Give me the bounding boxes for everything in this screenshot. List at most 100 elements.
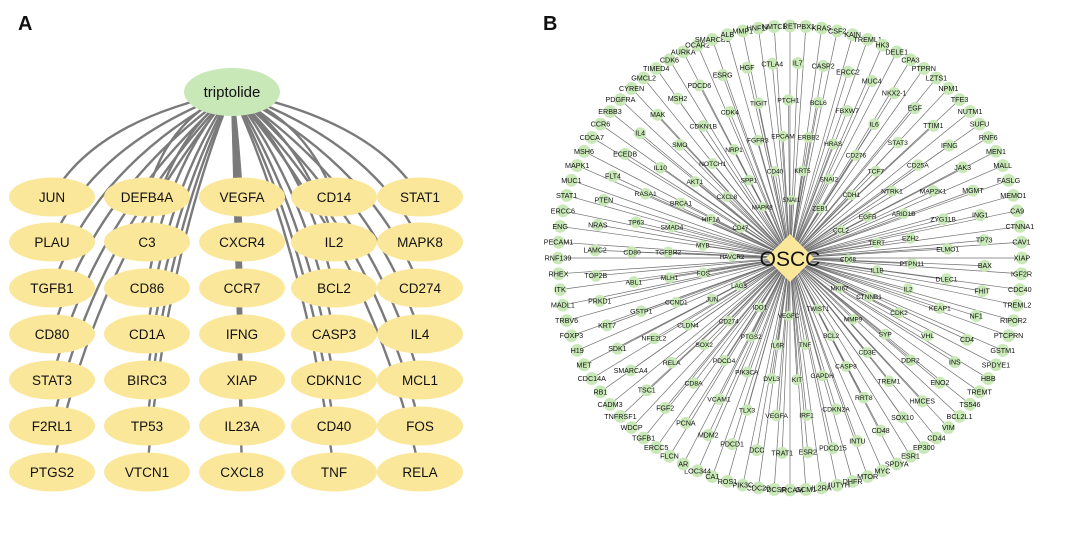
ring1-node-ptcprn[interactable]: PTCPRN [994,329,1024,343]
ring5-node-myb[interactable]: MYB [696,240,710,251]
ring3-node-rrt8[interactable]: RRT8 [855,391,873,404]
ring1-node-kain[interactable]: KAIN [844,28,861,42]
ring1-node-timed4[interactable]: TIMED4 [643,62,669,75]
ring2-node-smarca4[interactable]: SMARCA4 [614,364,648,377]
gene-node-plau[interactable]: PLAU [9,222,95,262]
ring1-node-trbv6[interactable]: TRBV6 [555,314,578,327]
ring5-node-spp1[interactable]: SPP1 [741,174,758,186]
ring1-node-treml1[interactable]: TREML1 [854,32,882,46]
ring1-node-sufu[interactable]: SUFU [970,117,990,131]
ring2-node-intu[interactable]: INTU [849,434,866,447]
ring1-node-rhex[interactable]: RHEX [549,267,569,281]
ring3-node-trem1[interactable]: TREM1 [877,375,901,388]
ring2-node-esr2[interactable]: ESR2 [799,446,817,459]
gene-node-tnf[interactable]: TNF [291,452,377,492]
ring5-node-hif1a[interactable]: HIF1A [702,213,721,225]
ring1-node-lzts1[interactable]: LZTS1 [926,71,948,85]
ring1-node-pik3c[interactable]: PIK3C [732,478,753,492]
gene-node-f2rl1[interactable]: F2RL1 [9,406,95,446]
ring1-node-ca9[interactable]: CA9 [1010,204,1024,218]
gene-node-il2[interactable]: IL2 [291,222,377,262]
hub-node[interactable]: OSCC [760,234,821,282]
ring1-node-met[interactable]: MET [576,358,592,372]
ring1-node-cav1[interactable]: CAV1 [1012,235,1031,249]
ring4-node-ptpn11[interactable]: PTPN11 [900,258,925,270]
ring1-node-aurka[interactable]: AURKA [671,45,696,59]
ring5-node-tert[interactable]: TERT [868,237,885,249]
gene-node-fos[interactable]: FOS [377,406,463,446]
gene-node-vtcn1[interactable]: VTCN1 [104,452,190,492]
ring5-node-cd274[interactable]: CD274 [719,315,739,327]
ring4-node-sox2[interactable]: SOX2 [695,339,713,351]
gene-node-casp3[interactable]: CASP3 [291,314,377,354]
ring1-node-mutyh[interactable]: MUTYH [824,478,850,492]
ring1-node-hbb[interactable]: HBB [981,372,996,385]
ring1-node-alb[interactable]: ALB [721,28,735,42]
gene-node-mapk8[interactable]: MAPK8 [377,222,463,262]
ring3-node-cdk4[interactable]: CDK4 [721,106,739,118]
ring1-node-mmp1[interactable]: MMP1 [732,24,753,38]
ring5-node-il6r[interactable]: IL6R [771,339,785,351]
ring2-node-fgf2[interactable]: FGF2 [656,401,674,414]
ring2-node-ecedb[interactable]: ECEDB [613,147,638,160]
ring3-node-bcl6[interactable]: BCL6 [810,96,827,109]
ring1-node-ctnna1[interactable]: CTNNA1 [1005,220,1034,233]
ring1-node-madl1[interactable]: MADL1 [551,298,575,312]
ring1-node-tgfb1[interactable]: TGFB1 [632,431,655,445]
gene-node-tp53[interactable]: TP53 [104,406,190,446]
ring1-node-nmtc1[interactable]: NMTC1 [762,20,787,33]
ring4-node-ntrk1[interactable]: NTRK1 [881,185,903,197]
ring1-node-eng[interactable]: ENG [552,220,568,233]
ring1-node-pbx1[interactable]: PBX1 [797,20,815,33]
ring2-node-sdk1[interactable]: SDK1 [608,342,627,355]
ring6-node-mki67[interactable]: MKI67 [831,283,849,294]
ring1-node-muc1[interactable]: MUC1 [561,173,582,187]
gene-node-il23a[interactable]: IL23A [199,406,285,446]
ring1-node-myc[interactable]: MYC [874,464,890,478]
ring2-node-muc4[interactable]: MUC4 [862,74,882,87]
ring2-node-esrg[interactable]: ESRG [713,69,733,82]
gene-node-stat1[interactable]: STAT1 [377,177,463,217]
ring2-node-ttim1[interactable]: TTIM1 [923,119,943,132]
ring1-node-gmcl2[interactable]: GMCL2 [631,71,656,85]
ring4-node-tgfbr2[interactable]: TGFBR2 [655,246,681,258]
ring2-node-flt4[interactable]: FLT4 [605,170,621,183]
ring2-node-tp73[interactable]: TP73 [976,234,993,247]
ring3-node-tlx3[interactable]: TLX3 [739,404,755,416]
ring3-node-rasa1[interactable]: RASA1 [634,188,657,200]
ring1-node-cd44[interactable]: CD44 [927,431,946,445]
gene-node-tgfb1[interactable]: TGFB1 [9,268,95,308]
gene-node-il4[interactable]: IL4 [377,314,463,354]
ring1-node-ros1[interactable]: ROS1 [718,474,738,488]
ring3-node-fbxw7[interactable]: FBXW7 [836,104,860,117]
ring2-node-nras[interactable]: NRAS [588,218,608,231]
gene-node-rela[interactable]: RELA [377,452,463,492]
ring3-node-elmo1[interactable]: ELMO1 [936,243,959,255]
gene-node-mcl1[interactable]: MCL1 [377,360,463,400]
ring3-node-keap1[interactable]: KEAP1 [929,302,951,314]
ring1-node-hnf1a[interactable]: HNF1A [747,21,771,35]
ring2-node-eno2[interactable]: ENO2 [930,376,949,389]
ring1-node-ptprn[interactable]: PTPRN [912,62,936,75]
ring2-node-il4[interactable]: IL4 [634,127,647,140]
ring4-node-notch1[interactable]: NOTCH1 [699,158,727,170]
ring3-node-cd80[interactable]: CD80 [623,246,641,258]
ring1-node-cdc20[interactable]: CDC20 [747,481,771,495]
ring1-node-msh6[interactable]: MSH6 [574,144,594,158]
ring1-node-erbb3[interactable]: ERBB3 [598,105,622,118]
ring2-node-pcna[interactable]: PCNA [676,416,696,429]
ring1-node-loc344[interactable]: LOC344 [684,464,711,478]
ring3-node-rela[interactable]: RELA [663,356,681,369]
ring5-node-cd40[interactable]: CD40 [767,165,784,177]
ring6-node-mapk8[interactable]: MAPK8 [752,202,774,213]
ring4-node-arid1b[interactable]: ARID1B [892,208,916,220]
ring2-node-lamc2[interactable]: LAMC2 [583,244,607,257]
gene-node-cd1a[interactable]: CD1A [104,314,190,354]
ring1-node-cpa3[interactable]: CPA3 [901,53,920,67]
ring2-node-ifng[interactable]: IFNG [941,139,958,152]
ring1-node-itk[interactable]: ITK [553,283,567,296]
ring3-node-il6[interactable]: IL6 [868,118,880,131]
gene-node-jun[interactable]: JUN [9,177,95,217]
ring2-node-pten[interactable]: PTEN [594,194,613,207]
ring6-node-cd68[interactable]: CD68 [840,254,856,265]
